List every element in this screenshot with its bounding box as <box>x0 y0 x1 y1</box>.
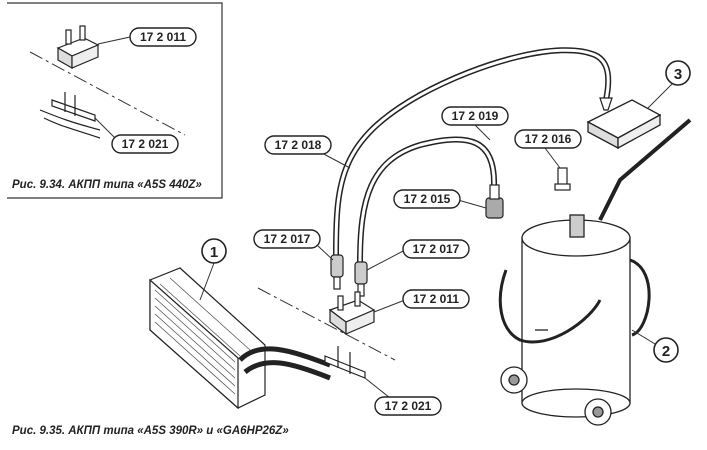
part-tag-fitting-right: 17 2 017 <box>402 239 470 259</box>
svg-text:17 2 017: 17 2 017 <box>264 232 311 246</box>
main-axis-line <box>257 287 396 361</box>
callout-tank: 2 <box>653 337 679 363</box>
svg-text:2: 2 <box>662 343 670 360</box>
part-tag-hose-short: 17 2 019 <box>441 106 509 126</box>
adapter-block <box>328 291 376 336</box>
fitting-left <box>330 254 344 290</box>
svg-text:17 2 021: 17 2 021 <box>122 137 169 151</box>
fitting-right <box>354 261 368 297</box>
svg-text:17 2 016: 17 2 016 <box>525 132 572 146</box>
leader-line <box>94 117 116 139</box>
svg-text:17 2 017: 17 2 017 <box>413 242 460 256</box>
leader-line <box>97 36 131 45</box>
part-tag-inset-top: 17 2 011 <box>129 27 197 47</box>
coupling-tank <box>554 167 571 191</box>
inset-adapter-block <box>56 25 100 70</box>
part-tag-adapter-bracket: 17 2 021 <box>374 396 442 416</box>
callout-radiator: 1 <box>201 238 227 264</box>
svg-text:1: 1 <box>210 244 218 261</box>
svg-text:17 2 011: 17 2 011 <box>140 30 186 44</box>
tray <box>586 99 662 150</box>
callout-tray: 3 <box>665 60 691 86</box>
inset-caption: Рис. 9.34. АКПП типа «A5S 440Z» <box>12 179 202 191</box>
inset-bracket <box>39 92 101 139</box>
svg-text:3: 3 <box>674 66 682 83</box>
svg-text:17 2 015: 17 2 015 <box>404 192 451 206</box>
oil-tank <box>498 118 692 426</box>
part-tag-coupling-tank: 17 2 016 <box>514 129 582 149</box>
inset-axis-line <box>29 51 186 136</box>
part-tag-adapter-block: 17 2 011 <box>402 289 470 309</box>
adapter-bracket <box>324 346 366 379</box>
radiator <box>149 267 331 410</box>
part-tag-fitting-left: 17 2 017 <box>253 229 321 249</box>
coupling-small <box>485 184 504 219</box>
svg-text:17 2 019: 17 2 019 <box>452 109 499 123</box>
hose-end-nozzle <box>599 97 613 111</box>
svg-text:17 2 018: 17 2 018 <box>275 138 322 152</box>
part-tag-inset-bottom: 17 2 021 <box>111 134 179 154</box>
svg-text:17 2 021: 17 2 021 <box>385 399 432 413</box>
inset-frame <box>7 2 223 199</box>
svg-text:17 2 011: 17 2 011 <box>413 292 459 306</box>
part-tag-hose-long: 17 2 018 <box>264 135 332 155</box>
part-tag-coupling-small: 17 2 015 <box>393 189 461 209</box>
main-caption: Рис. 9.35. АКПП типа «A5S 390R» и «GA6HP… <box>12 425 289 437</box>
